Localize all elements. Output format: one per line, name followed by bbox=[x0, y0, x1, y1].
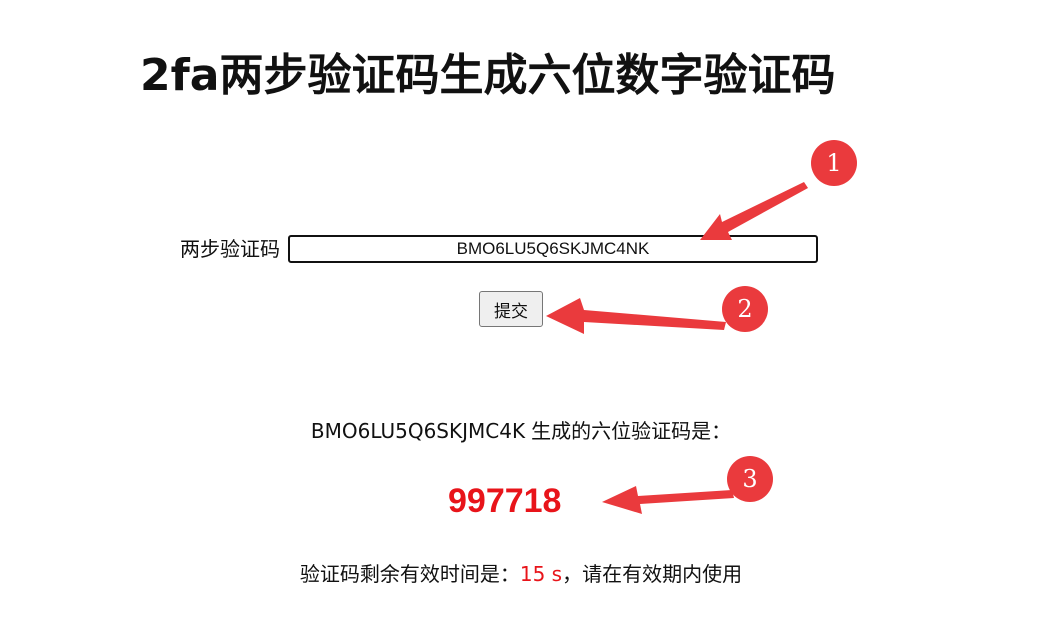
arrow-3-icon bbox=[602, 486, 734, 514]
submit-button[interactable]: 提交 bbox=[479, 291, 543, 327]
annotation-marker-1: 1 bbox=[811, 140, 857, 186]
remaining-prefix: 验证码剩余有效时间是： bbox=[299, 562, 520, 586]
annotation-marker-2: 2 bbox=[722, 286, 768, 332]
secret-input[interactable] bbox=[288, 235, 818, 263]
generated-code: 997718 bbox=[448, 482, 562, 520]
remaining-seconds: 15 s bbox=[519, 562, 563, 586]
result-caption-text: 生成的六位验证码是： bbox=[531, 419, 732, 443]
page-title: 2fa两步验证码生成六位数字验证码 bbox=[140, 50, 836, 101]
remaining-time-line: 验证码剩余有效时间是：15 s，请在有效期内使用 bbox=[0, 559, 1042, 589]
result-secret: BMO6LU5Q6SKJMC4K bbox=[310, 419, 526, 443]
remaining-suffix: ，请在有效期内使用 bbox=[562, 562, 743, 586]
arrow-2-icon bbox=[546, 298, 726, 334]
secret-label: 两步验证码 bbox=[180, 237, 280, 261]
annotation-marker-3: 3 bbox=[727, 456, 773, 502]
secret-form-row: 两步验证码 bbox=[180, 232, 818, 266]
